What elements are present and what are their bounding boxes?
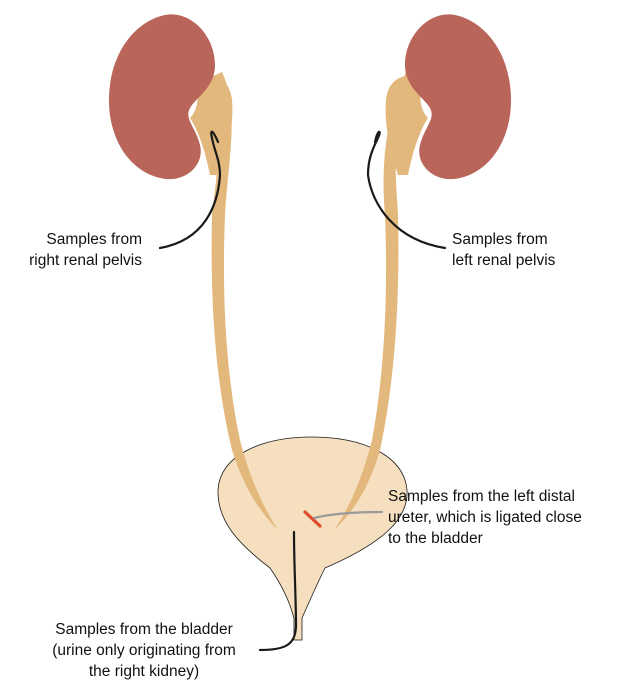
label-left-renal-pelvis: Samples from left renal pelvis [452,229,602,271]
right-kidney [109,14,215,179]
label-distal-ureter-line3: to the bladder [388,528,614,549]
label-right-renal-pelvis: Samples from right renal pelvis [18,229,142,271]
label-distal-ureter-line2: ureter, which is ligated close [388,507,614,528]
label-left-pelvis-line1: Samples from [452,229,602,250]
label-right-pelvis-line2: right renal pelvis [18,250,142,271]
label-left-pelvis-line2: left renal pelvis [452,250,602,271]
label-bladder-line3: the right kidney) [30,661,258,682]
label-distal-ureter: Samples from the left distal ureter, whi… [388,486,614,549]
label-bladder-line2: (urine only originating from [30,640,258,661]
label-right-pelvis-line1: Samples from [18,229,142,250]
left-kidney [405,14,511,179]
label-bladder: Samples from the bladder (urine only ori… [30,619,258,682]
label-distal-ureter-line1: Samples from the left distal [388,486,614,507]
label-bladder-line1: Samples from the bladder [30,619,258,640]
